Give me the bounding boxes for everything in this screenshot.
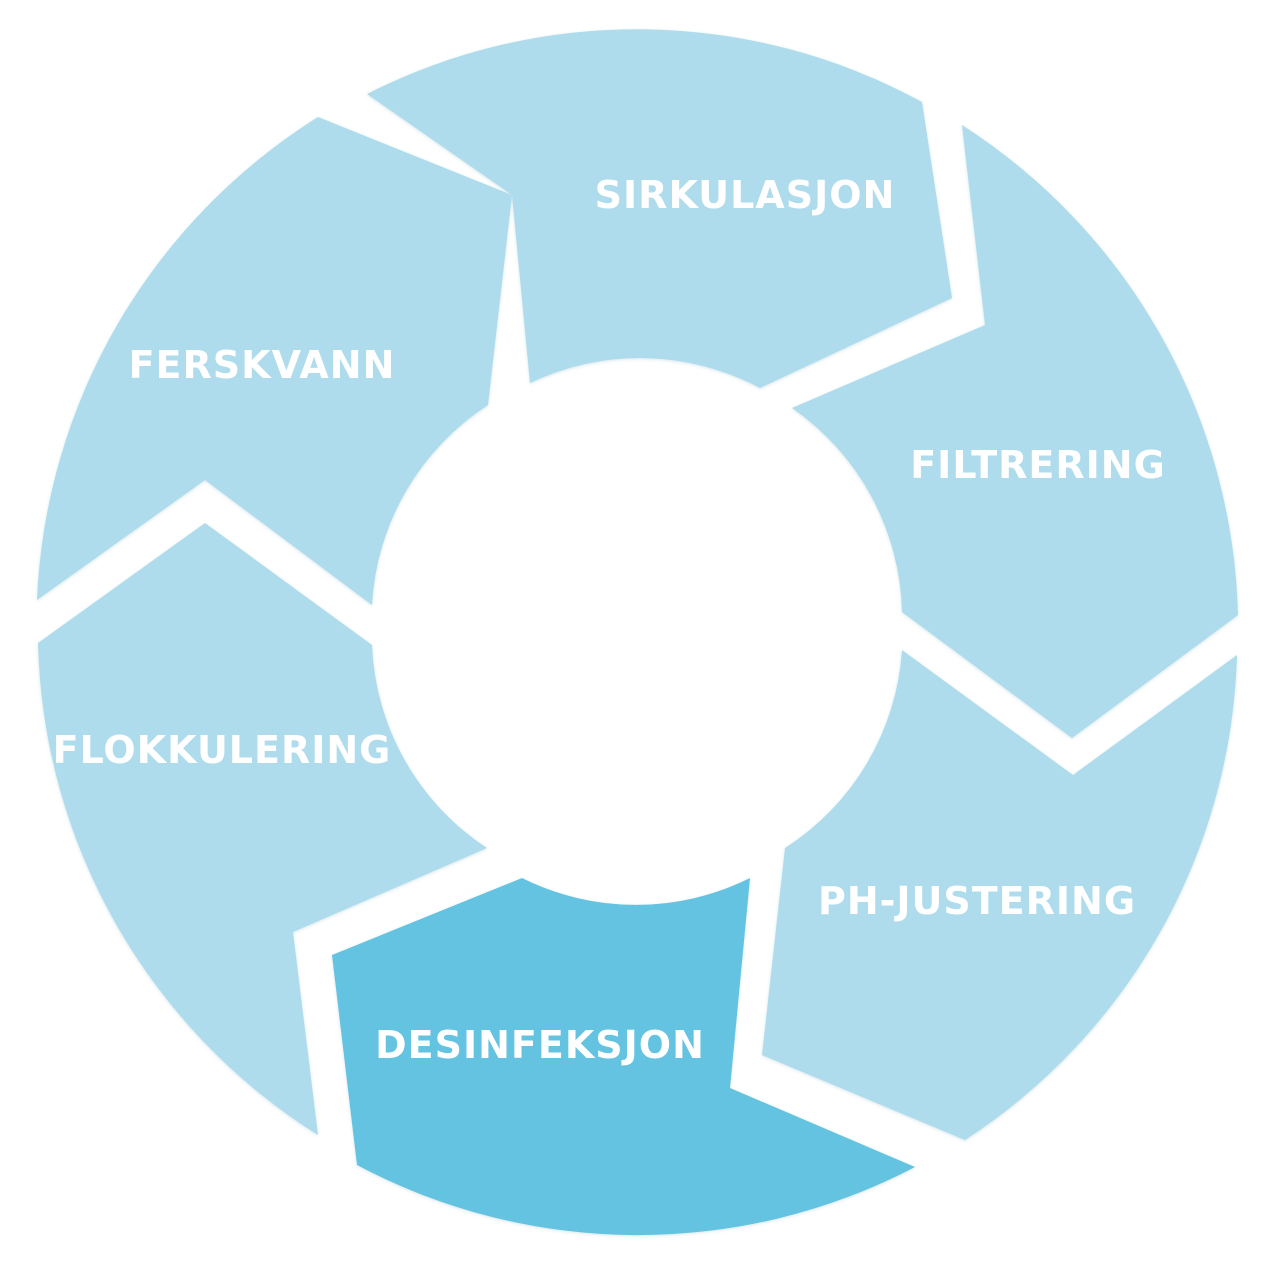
segment-filtrering[interactable] — [792, 125, 1238, 738]
label-ferskvann: FERSKVANN — [129, 343, 396, 387]
segment-ferskvann[interactable] — [37, 117, 512, 605]
label-sirkulasjon: SIRKULASJON — [595, 173, 896, 217]
label-filtrering: FILTRERING — [910, 443, 1166, 487]
segment-ph-justering[interactable] — [762, 650, 1237, 1140]
segment-desinfeksjon[interactable] — [332, 878, 915, 1236]
label-ph-justering: PH-JUSTERING — [818, 879, 1136, 923]
segment-flokkulering[interactable] — [38, 523, 487, 1135]
segment-sirkulasjon[interactable] — [367, 29, 952, 389]
label-flokkulering: FLOKKULERING — [53, 728, 392, 772]
label-desinfeksjon: DESINFEKSJON — [375, 1023, 705, 1067]
